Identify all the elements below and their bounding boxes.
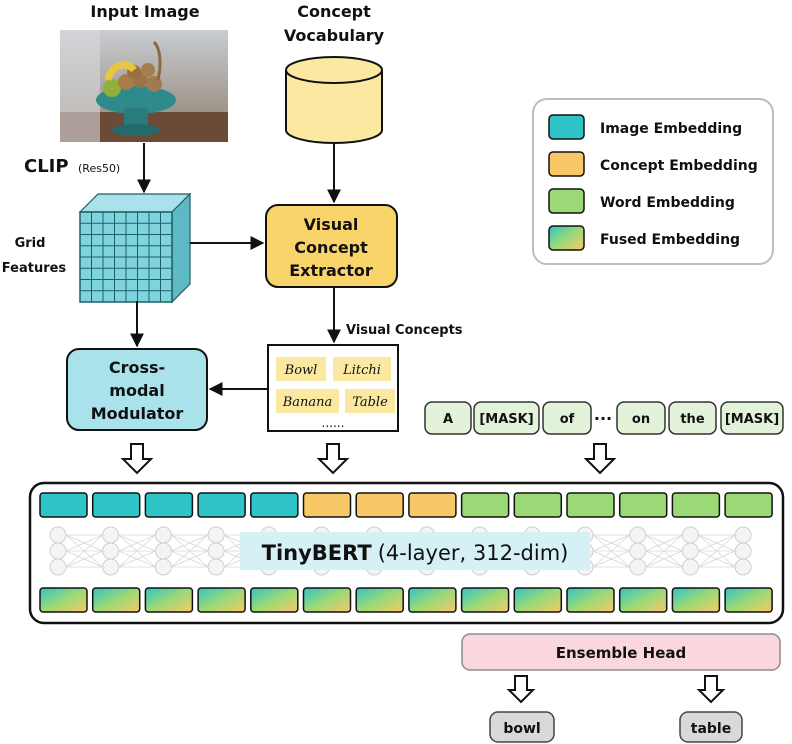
extractor-line1: Visual	[304, 215, 359, 234]
token-box	[720, 401, 784, 435]
input-embedding-cell	[302, 492, 352, 518]
legend-swatch	[548, 151, 585, 177]
down-arrow	[696, 675, 726, 704]
down-arrow	[316, 443, 350, 475]
output-table: table	[691, 721, 731, 737]
token-box	[424, 401, 472, 435]
output-bowl-box	[489, 711, 555, 743]
input-embedding-cell	[618, 492, 668, 518]
input-embedding-cell	[144, 492, 194, 518]
fused-embedding-cell	[513, 587, 563, 613]
grid-features-line1: Grid	[15, 236, 46, 251]
input-embedding-cell	[566, 492, 615, 518]
fused-embedding-cell	[724, 587, 773, 613]
fused-embedding-cell	[618, 587, 668, 613]
tinybert-spec: (4-layer, 312-dim)	[378, 541, 569, 565]
fused-embedding-cell	[355, 587, 404, 613]
grid-features-cube	[78, 192, 192, 304]
input-embedding-cell	[671, 492, 721, 518]
extractor-line2: Concept	[294, 238, 368, 257]
token-label: [MASK]	[479, 412, 533, 427]
tinybert-label-bg	[240, 532, 590, 570]
concept-chip-label: Litchi	[342, 363, 381, 378]
input-embedding-cell	[250, 492, 299, 518]
fused-embedding-cell	[144, 587, 194, 613]
tinybert-name: TinyBERT	[262, 541, 373, 565]
input-image-title: Input Image	[90, 2, 199, 21]
input-embedding-cell	[460, 492, 510, 518]
fused-embedding-cell	[566, 587, 615, 613]
fused-embedding-cell	[39, 587, 88, 613]
ensemble-head	[461, 633, 781, 671]
grid-features-line2: Features	[2, 261, 67, 276]
token-box	[473, 401, 540, 435]
token-label: [MASK]	[725, 412, 779, 427]
modulator-line3: Modulator	[91, 404, 184, 423]
input-embedding-cell	[724, 492, 773, 518]
output-table-box	[679, 711, 743, 743]
input-embedding-cell	[408, 492, 457, 518]
input-embedding-cell	[513, 492, 563, 518]
fused-embedding-cell	[197, 587, 246, 613]
cross-modal-modulator	[66, 348, 208, 431]
vocab-title-line1: Concept	[297, 2, 371, 21]
token-box	[668, 401, 717, 435]
clip-variant: (Res50)	[78, 162, 120, 175]
legend-label: Image Embedding	[600, 121, 742, 137]
down-arrow	[506, 675, 536, 704]
legend-swatch	[548, 225, 585, 251]
legend-swatch	[548, 188, 585, 214]
legend-label: Concept Embedding	[600, 158, 758, 174]
input-image	[60, 30, 228, 142]
input-embedding-cell	[355, 492, 404, 518]
fused-embedding-cell	[671, 587, 721, 613]
output-bowl: bowl	[503, 721, 540, 737]
legend-label: Fused Embedding	[600, 232, 740, 248]
tinybert-label: TinyBERT(4-layer, 312-dim)	[262, 541, 569, 565]
concept-chip-label: Banana	[282, 395, 333, 410]
fused-embedding-cell	[408, 587, 457, 613]
modulator-line1: Cross-	[109, 358, 165, 377]
legend	[532, 98, 774, 265]
token-label: on	[632, 412, 650, 427]
concept-chip	[345, 389, 395, 413]
concept-chip	[333, 357, 391, 381]
token-box	[616, 401, 666, 435]
concept-chip	[276, 357, 326, 381]
visual-concept-extractor	[265, 204, 398, 288]
input-embedding-cell	[91, 492, 141, 518]
modulator-line2: modal	[109, 381, 164, 400]
token-ellipsis: ···	[594, 409, 612, 428]
visual-concepts-label: Visual Concepts	[346, 323, 463, 338]
ensemble-head-label: Ensemble Head	[556, 644, 687, 662]
token-label: of	[560, 412, 575, 427]
input-embedding-cell	[197, 492, 246, 518]
token-box	[542, 401, 592, 435]
token-label: the	[680, 412, 704, 427]
fused-embedding-cell	[250, 587, 299, 613]
vocab-title-line2: Vocabulary	[284, 26, 385, 45]
concept-chip-label: Bowl	[284, 363, 318, 378]
legend-swatch	[548, 114, 585, 140]
fused-embedding-cell	[460, 587, 510, 613]
legend-label: Word Embedding	[600, 195, 735, 211]
down-arrow	[583, 443, 617, 475]
fused-embedding-cell	[91, 587, 141, 613]
concept-vocabulary-cylinder	[285, 56, 383, 144]
concept-chip-label: Table	[352, 395, 388, 410]
fused-embedding-cell	[302, 587, 352, 613]
input-embedding-cell	[39, 492, 88, 518]
concept-chip	[276, 389, 339, 413]
extractor-line3: Extractor	[289, 261, 373, 280]
visual-concepts-ellipsis: ......	[322, 416, 345, 430]
token-label: A	[443, 412, 453, 427]
clip-label: CLIP	[24, 156, 69, 177]
down-arrow	[120, 443, 154, 475]
